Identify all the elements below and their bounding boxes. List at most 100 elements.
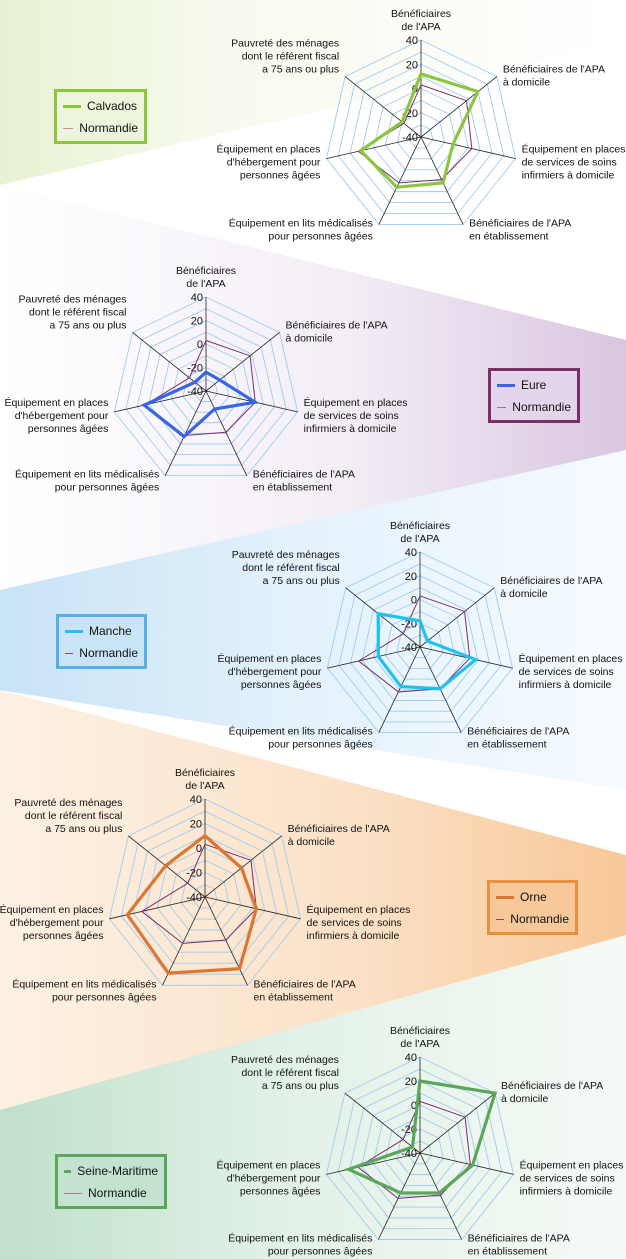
legend-swatch-icon: [497, 383, 515, 387]
grid-ring: [325, 39, 517, 225]
tick-label: -40: [402, 132, 418, 144]
legend-item-department: Eure: [497, 374, 571, 396]
grid-ring: [148, 331, 264, 445]
radar-grid: [108, 798, 302, 986]
axis-spoke: [419, 1152, 514, 1175]
grid-ring: [113, 296, 299, 477]
legend-item-department: Calvados: [63, 95, 138, 117]
series-line-normandie: [357, 1100, 471, 1199]
legend-label: Normandie: [512, 400, 571, 414]
series-line-calvados: [358, 71, 481, 189]
grid-ring: [338, 563, 502, 723]
grid-ring: [171, 355, 241, 424]
grid-ring: [384, 1116, 456, 1186]
tick-label: 0: [196, 843, 202, 855]
axis-spoke: [204, 896, 301, 920]
axis-spoke: [344, 1092, 421, 1154]
series-line-normandie: [357, 84, 473, 184]
grid-ring: [192, 884, 218, 909]
legend-swatch-icon: [64, 1192, 82, 1194]
legend-item-reference: Normandie: [63, 117, 138, 139]
legend-item-reference: Normandie: [65, 642, 138, 664]
series-line-seine-maritime: [344, 1079, 498, 1195]
axis-spoke: [420, 76, 498, 138]
axis-spoke: [419, 1092, 496, 1154]
grid-ring: [168, 859, 242, 931]
axis-spoke: [205, 332, 280, 392]
legend-label: Normandie: [88, 1186, 147, 1200]
series-line-eure: [141, 370, 260, 439]
series-line-normandie: [144, 339, 256, 436]
legend-label: Calvados: [87, 99, 138, 113]
legend-label: Normandie: [79, 646, 138, 660]
axis-spoke: [378, 136, 422, 225]
tick-label: -40: [186, 892, 202, 904]
tick-label: 40: [405, 1052, 417, 1064]
grid-ring: [408, 124, 434, 149]
axis-spoke: [419, 587, 495, 648]
tick-label: 0: [411, 1100, 417, 1112]
series-line-normandie: [357, 595, 471, 693]
grid-ring: [194, 378, 218, 403]
tick-label: 40: [190, 794, 202, 806]
axis-spoke: [344, 76, 422, 138]
grid-ring: [349, 1080, 491, 1219]
series-line-manche: [376, 611, 479, 691]
grid-ring: [108, 798, 302, 986]
legend-label: Eure: [521, 378, 547, 392]
legend-label: Normandie: [79, 121, 138, 135]
axis-spoke: [205, 390, 248, 476]
legend-label: Seine-Maritime: [77, 1164, 158, 1178]
tick-label: -20: [187, 363, 203, 375]
axis-spoke: [326, 136, 422, 159]
tick-label: 0: [197, 339, 203, 351]
grid-ring: [125, 308, 287, 466]
tick-label: 40: [406, 35, 418, 47]
radar-grid: [326, 551, 514, 734]
tick-label: 20: [190, 819, 202, 831]
tick-label: 0: [411, 595, 417, 607]
legend-item-department: Seine-Maritime: [64, 1160, 158, 1182]
grid-ring: [144, 835, 266, 953]
tick-label: -40: [401, 642, 417, 654]
axis-spoke: [327, 646, 421, 669]
legend-seine-maritime: Seine-Maritime Normandie: [55, 1154, 167, 1209]
legend-item-department: Orne: [496, 886, 569, 908]
axis-spoke: [109, 896, 206, 920]
axis-spoke: [326, 1152, 421, 1175]
legend-item-reference: Normandie: [496, 908, 569, 930]
grid-ring: [349, 63, 493, 203]
legend-swatch-icon: [64, 1169, 72, 1173]
axis-spoke: [345, 587, 421, 648]
tick-label: 40: [191, 292, 203, 304]
axis-spoke: [419, 1152, 463, 1240]
grid-ring: [326, 551, 514, 734]
grid-ring: [350, 575, 490, 712]
